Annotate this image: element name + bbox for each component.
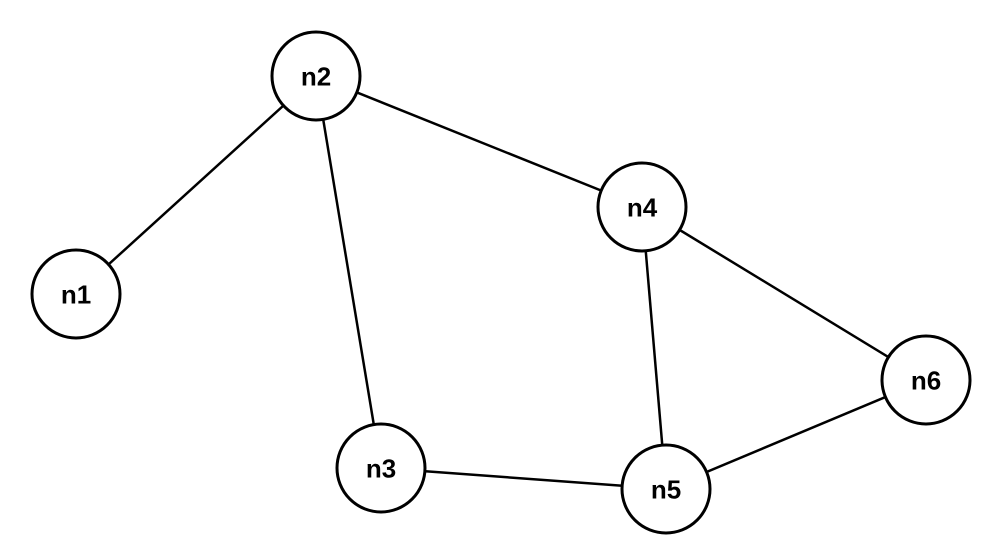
graph-node-n6[interactable]: n6 bbox=[880, 334, 972, 426]
edges-layer bbox=[75, 74, 927, 491]
node-label: n5 bbox=[651, 474, 681, 504]
node-circle bbox=[270, 30, 362, 122]
graph-edge-n1-n2 bbox=[75, 75, 317, 295]
node-circle bbox=[335, 422, 427, 514]
node-circle bbox=[880, 334, 972, 426]
node-label: n6 bbox=[911, 365, 941, 395]
node-label: n3 bbox=[366, 453, 396, 483]
nodes-layer: n1 n2 n3 n4 n5 n6 bbox=[30, 30, 972, 535]
graph-node-n2[interactable]: n2 bbox=[270, 30, 362, 122]
node-circle bbox=[596, 161, 688, 253]
graph-node-n3[interactable]: n3 bbox=[335, 422, 427, 514]
graph-edge-n4-n5 bbox=[640, 206, 668, 490]
graph-edge-n4-n6 bbox=[641, 205, 927, 382]
graph-edge-n5-n6 bbox=[665, 378, 927, 491]
graph-node-n1[interactable]: n1 bbox=[30, 248, 122, 340]
graph-edge-n2-n3 bbox=[314, 75, 383, 469]
graph-edge-n3-n5 bbox=[380, 466, 667, 491]
graph-edge-n2-n4 bbox=[315, 74, 643, 209]
node-circle bbox=[30, 248, 122, 340]
node-label: n2 bbox=[301, 61, 331, 91]
graph-node-n5[interactable]: n5 bbox=[620, 443, 712, 535]
node-circle bbox=[620, 443, 712, 535]
node-label: n4 bbox=[627, 192, 658, 222]
graph-node-n4[interactable]: n4 bbox=[596, 161, 688, 253]
node-label: n1 bbox=[61, 279, 91, 309]
